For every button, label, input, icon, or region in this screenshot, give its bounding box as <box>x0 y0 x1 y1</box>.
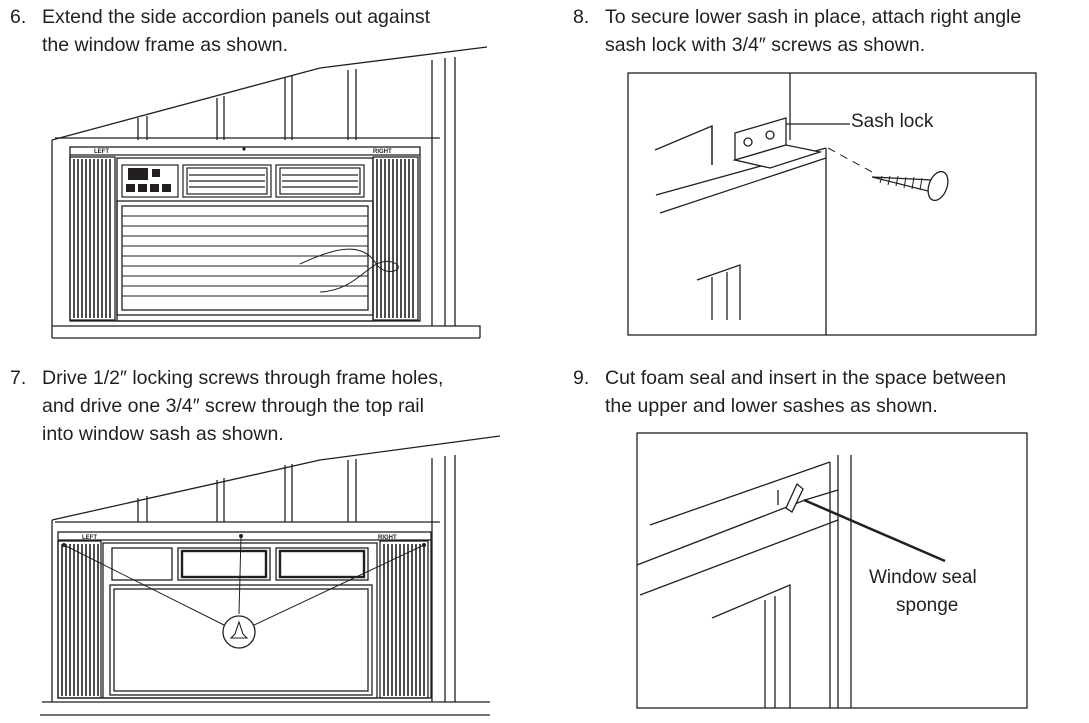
step-text-line: and drive one 3/4″ screw through the top… <box>42 395 424 417</box>
step-7-instruction: 7. Drive 1/2″ locking screws through fra… <box>10 364 530 454</box>
front-grille <box>122 215 368 297</box>
left-panel-tag: LEFT <box>94 149 109 155</box>
sponge-label-line2: sponge <box>896 595 958 616</box>
right-accordion-panel <box>379 540 429 699</box>
step-number: 9. <box>573 367 590 389</box>
step-text-line: into window sash as shown. <box>42 423 284 445</box>
control-panel <box>121 164 179 198</box>
step-text-line: Extend the side accordion panels out aga… <box>42 6 431 28</box>
left-panel-tag: LEFT <box>82 535 97 541</box>
step-text-line: the window frame as shown. <box>42 34 289 56</box>
callout-arrow-line <box>803 498 946 563</box>
step-text-line: To secure lower sash in place, attach ri… <box>605 6 1022 28</box>
right-panel-tag: RIGHT <box>378 535 397 541</box>
screw-callout-lines <box>63 535 425 627</box>
left-accordion-panel <box>57 540 102 699</box>
foam-seal-sponge <box>785 482 804 513</box>
air-vents <box>182 164 365 198</box>
step-text-line: Cut foam seal and insert in the space be… <box>605 367 1007 389</box>
power-cord <box>299 248 399 293</box>
right-panel-tag: RIGHT <box>373 149 392 155</box>
step-9-instruction: 9. Cut foam seal and insert in the space… <box>573 364 1088 424</box>
step-text-line: Drive 1/2″ locking screws through frame … <box>42 367 444 389</box>
step-number: 8. <box>573 6 590 28</box>
step-number: 7. <box>10 367 27 389</box>
step-text-line: the upper and lower sashes as shown. <box>605 395 938 417</box>
sponge-label-line1: Window seal <box>869 567 977 588</box>
step-8-instruction: 8. To secure lower sash in place, attach… <box>573 3 1088 63</box>
step-text-line: sash lock with 3/4″ screws as shown. <box>605 34 926 56</box>
sash-lock-label: Sash lock <box>851 111 934 132</box>
sash-lock-bracket <box>732 117 823 169</box>
locking-screw-icon <box>222 615 256 649</box>
step-number: 6. <box>10 6 27 28</box>
step-6-instruction: 6. Extend the side accordion panels out … <box>10 3 530 63</box>
screw-icon <box>871 170 949 202</box>
left-accordion-panel <box>69 156 116 321</box>
right-accordion-panel <box>372 156 419 321</box>
